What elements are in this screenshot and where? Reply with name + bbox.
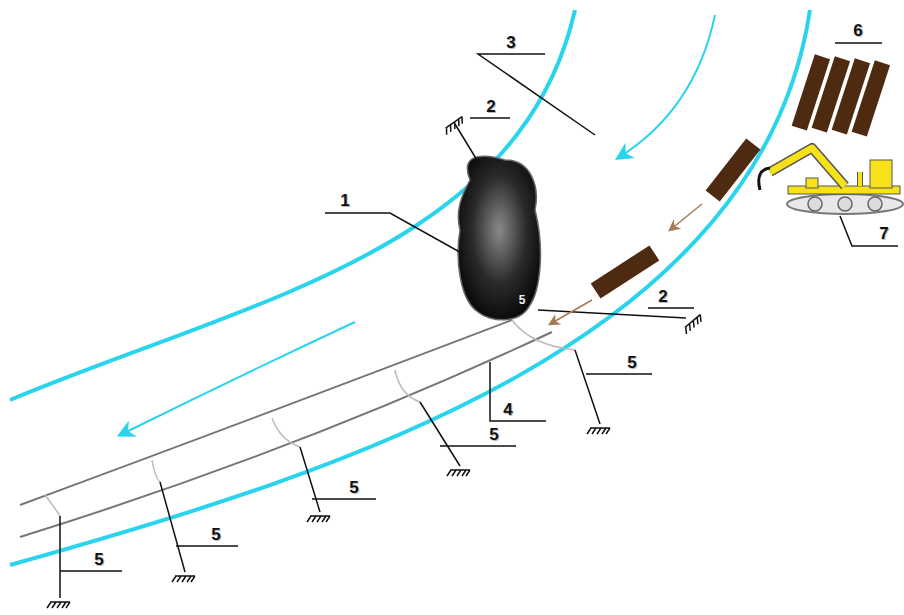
leader-lines <box>60 43 898 598</box>
flow-arrow <box>618 15 715 158</box>
callout-number: 5 <box>519 294 526 306</box>
log-path-arrow <box>670 204 702 230</box>
callout-number: 7 <box>879 225 888 242</box>
inner-bank <box>10 10 575 400</box>
callout-number: 5 <box>627 354 636 371</box>
callout-number: 3 <box>506 34 515 51</box>
boulder <box>458 156 540 320</box>
log-stack <box>792 54 890 136</box>
callout-number: 5 <box>349 479 358 496</box>
log-path-arrow <box>550 300 592 324</box>
anchor-cables <box>455 118 694 318</box>
callout-number: 2 <box>658 288 667 305</box>
excavator <box>759 148 903 214</box>
callout-number: 5 <box>489 426 498 443</box>
callout-number: 4 <box>503 401 512 418</box>
callout-number: 5 <box>94 551 103 568</box>
callout-number: 5 <box>211 526 220 543</box>
callout-number: 6 <box>853 22 862 39</box>
floating-logs <box>591 138 761 298</box>
flow-arrow <box>120 322 355 435</box>
callout-number: 2 <box>486 98 495 115</box>
callout-number: 1 <box>340 192 349 209</box>
log-channel <box>20 320 575 537</box>
outer-bank <box>10 10 810 565</box>
